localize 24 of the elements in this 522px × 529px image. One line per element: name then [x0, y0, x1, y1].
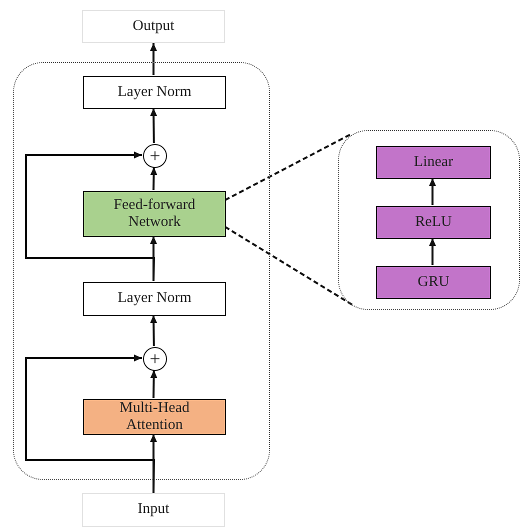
layer-box: GRU	[376, 266, 491, 299]
dotted-container	[13, 62, 270, 480]
arrow	[25, 354, 156, 494]
arrow	[150, 314, 158, 346]
arrow	[25, 152, 156, 282]
arrow	[150, 108, 158, 144]
process-box: Layer Norm	[83, 282, 226, 316]
dotted-container	[338, 130, 520, 310]
arrow	[150, 166, 158, 190]
io-box: Output	[82, 10, 225, 43]
io-box: Input	[82, 493, 225, 527]
layer-box: Linear	[376, 146, 491, 179]
arrow	[429, 178, 436, 205]
process-box: Layer Norm	[83, 76, 226, 109]
process-box: Multi-Head Attention	[83, 399, 226, 435]
sum-circle: +	[143, 347, 167, 371]
dashed-connector	[224, 132, 352, 201]
dashed-connector	[224, 226, 353, 306]
arrow	[429, 238, 436, 265]
arrow	[150, 43, 157, 75]
arrow	[150, 370, 158, 398]
layer-box: ReLU	[376, 206, 491, 239]
process-box: Feed-forward Network	[83, 191, 226, 237]
sum-circle: +	[143, 144, 167, 168]
